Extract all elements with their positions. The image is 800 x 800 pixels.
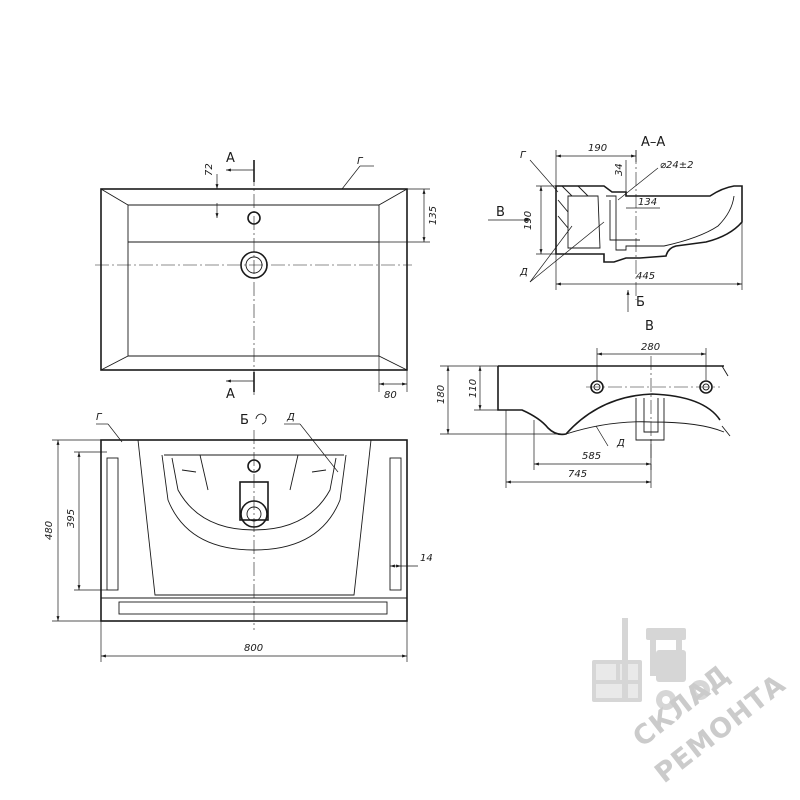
leader-g [341,165,361,190]
view-v: В 280 180 110 585 745 [436,319,731,488]
dim-395: 395 [66,509,77,528]
top-view: А А Г 72 135 80 [95,151,439,402]
dim-190-v: 190 [523,211,534,230]
dim-180: 180 [436,385,447,404]
view-b-title: Б [240,413,249,428]
view-v-title: В [645,319,654,334]
side-drain [635,398,665,441]
left-rib [106,457,119,591]
bowl-silhouette [137,439,372,596]
dim-34: 34 [614,163,625,176]
dim-445: 445 [636,271,655,282]
label-g-front: Г [96,412,103,423]
dim-80: 80 [384,390,397,401]
view-b: Б Г Д 480 395 [44,412,433,662]
dim-280: 280 [641,342,660,353]
dim-14: 14 [420,553,433,564]
label-d-front: Д [286,412,295,423]
label-d-section: Д [519,267,528,278]
dim-480: 480 [44,521,55,540]
label-d-side: Д [616,438,625,449]
dim-135: 135 [428,206,439,225]
dim-190-h: 190 [588,143,607,154]
watermark: СКЛАД РЕМОНТА [592,618,792,790]
dim-745: 745 [568,469,587,480]
forklift-icon [592,618,710,710]
section-inner [606,195,735,251]
right-bevel [378,188,408,371]
dim-110: 110 [468,379,479,398]
dim-585: 585 [582,451,601,462]
view-b-under: Б [636,295,645,310]
dim-800: 800 [244,643,263,654]
section-mark-bottom: А [226,387,235,402]
section-aa: А–А 190 34 ⌀24±2 134 190 Г [488,135,743,312]
view-rotation-icon [255,413,267,425]
section-title: А–А [641,135,665,150]
dim-72: 72 [204,163,215,176]
label-g-section: Г [520,150,527,161]
label-g: Г [357,156,364,167]
dim-diameter: ⌀24±2 [660,160,694,171]
section-mark-top: А [226,151,235,166]
dim-134: 134 [638,197,657,208]
front-rail [118,601,388,615]
left-bevel [100,188,129,371]
right-rib [389,457,402,591]
section-cavity [567,195,601,249]
view-b-marker: В [496,205,505,220]
section-outline [555,185,743,263]
